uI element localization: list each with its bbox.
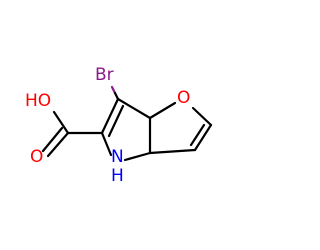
bond-c3a-o [148,101,177,120]
atom-acid-o: O [30,147,43,167]
atom-nh-n: N [111,147,124,167]
bond-c3-br [110,85,117,95]
bond-ccooh-o-inner [41,126,64,153]
bond-o-c5 [191,106,213,127]
bond-c3-c3a [116,97,152,120]
bond-c5-c4-inner [189,123,206,147]
molecule-structure: Br O HO O N H [25,65,213,186]
bond-c3-br-black [113,91,120,101]
bond-c4-c6a [148,148,197,155]
bond-c5-c4 [193,123,213,152]
atom-br: Br [95,65,114,85]
bond-c3-c2-inner [107,104,125,138]
bond-ccooh-o [46,131,70,158]
bond-layer [41,85,213,162]
atom-nh-h: H [111,166,124,186]
bond-ccooh-oh [52,110,70,135]
bond-n-c6a [123,151,152,162]
bond-c2-n [100,131,113,157]
bond-c3-c2 [100,97,120,135]
atom-acid-oh: HO [25,91,51,111]
atom-ring-o: O [177,88,190,108]
atom-label-layer: Br O HO O N H [25,65,190,186]
